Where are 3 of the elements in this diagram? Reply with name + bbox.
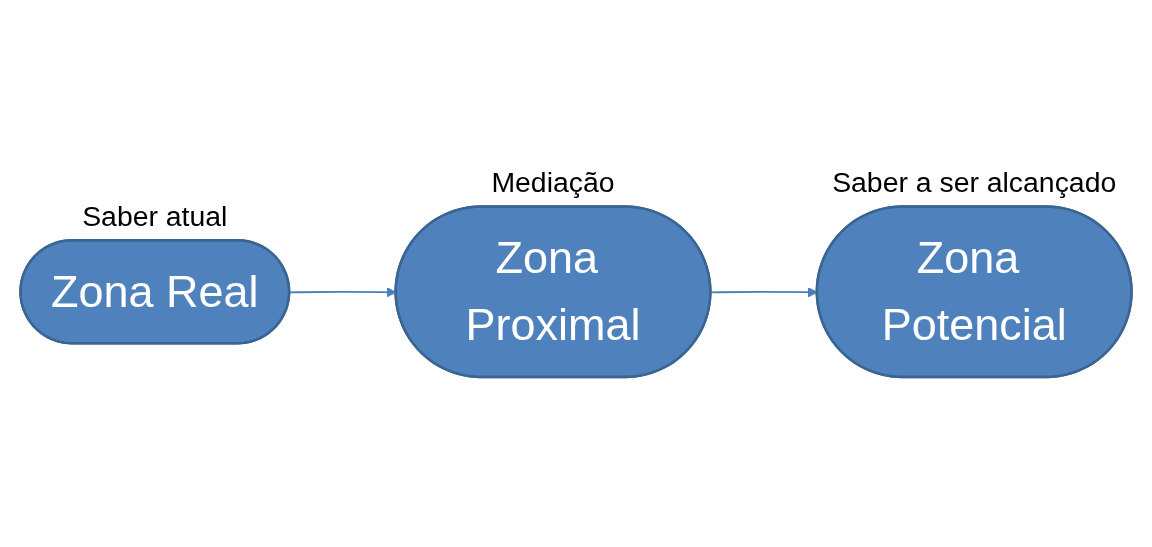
node-caption: Mediação xyxy=(491,165,615,198)
node-caption: Saber a ser alcançado xyxy=(832,165,1117,198)
node-caption: Saber atual xyxy=(82,199,228,232)
